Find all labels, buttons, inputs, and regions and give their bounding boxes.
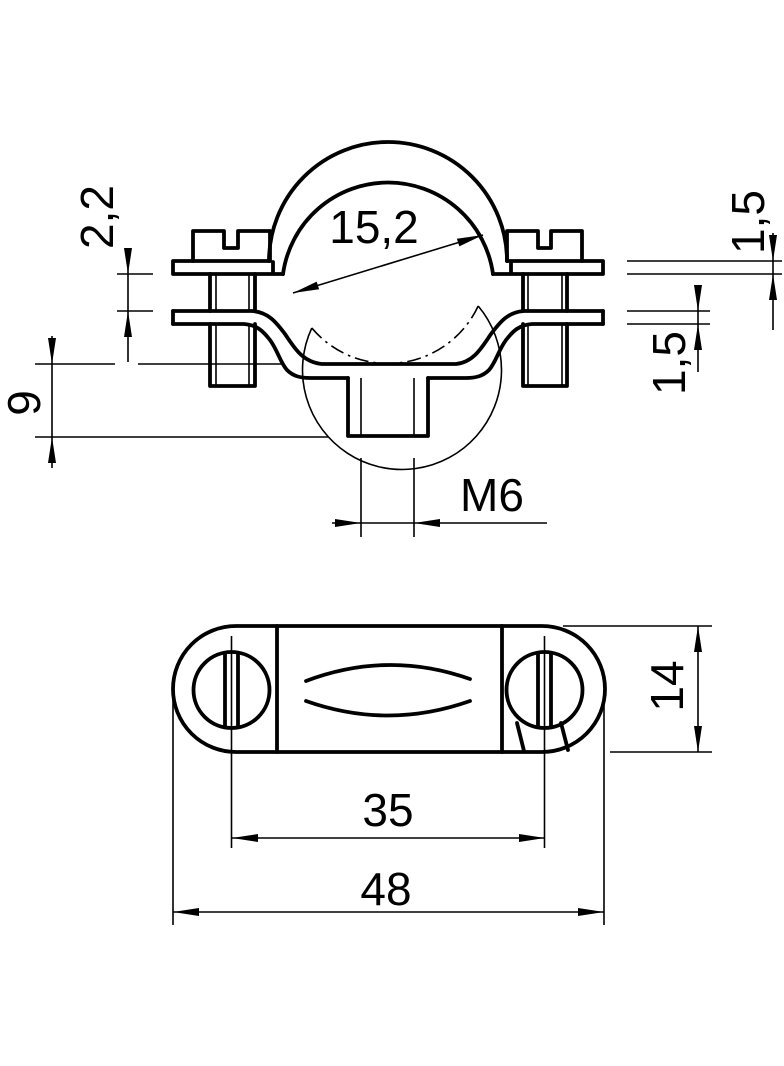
band-edges-under-right-screw [515,721,570,753]
screw-slot-left [223,652,240,728]
lower-band-bottom-line-left [171,322,350,380]
clamp-base-outline [171,624,607,754]
lower-band-top-line [171,309,605,366]
dim-label-overall-length: 48 [360,863,411,915]
upper-band-inner-arc [281,180,495,276]
screw-thread-lines-right [527,274,563,386]
dim-stud-height: 9 [0,336,328,468]
dim-label-band-upper: 1,5 [722,190,774,254]
front-view: 15,2 2,2 9 M6 1,5 [0,140,782,537]
top-view: 35 48 14 [171,624,712,925]
screw-head-left [191,229,272,263]
screw-head-right [505,229,584,263]
dim-hole-spacing: 35 [232,784,545,842]
saddle-lens-upper [304,663,472,683]
dim-label-width: 14 [641,660,693,711]
pipe-circle-dashed [311,305,479,365]
dim-flange-gap: 2,2 [71,185,153,362]
dim-band-upper: 1,5 [627,190,782,330]
upper-flange-left [171,259,285,276]
dim-overall-length: 48 [172,700,605,925]
upper-band-outer-arc [267,140,509,263]
screw-slot-right [536,652,553,728]
dim-label-diameter: 15,2 [329,201,419,253]
dim-width: 14 [563,625,712,753]
dim-label-hole-spacing: 35 [362,784,413,836]
dim-thread: M6 [332,458,547,537]
pipe-circle-solid [301,305,503,471]
saddle-lens-lower [304,699,472,718]
dim-diameter: 15,2 [292,201,484,294]
stud-thread-lines [360,378,415,436]
dim-label-band-lower: 1,5 [643,331,695,395]
dim-label-thread: M6 [460,469,524,521]
dim-label-stud-height: 9 [0,390,50,416]
threaded-stud [346,376,430,438]
screw-thread-lines-left [215,274,250,386]
dim-band-lower: 1,5 [627,285,710,395]
screw-shank-right [521,272,569,388]
dim-label-flange-gap: 2,2 [71,185,123,249]
lower-band-bottom-line-right [426,322,605,380]
upper-flange-right [491,259,605,276]
screw-shank-left [208,272,257,388]
